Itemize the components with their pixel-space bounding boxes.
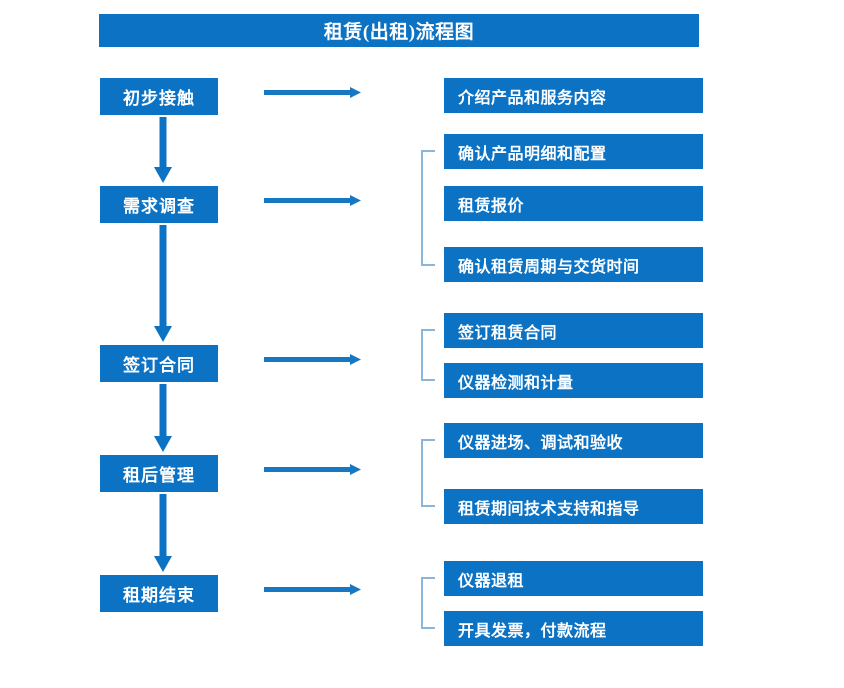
- detail-box-3[interactable]: 租赁报价: [444, 186, 703, 221]
- horizontal-arrow-1: [264, 86, 362, 100]
- detail-box-2[interactable]: 确认产品明细和配置: [444, 134, 703, 169]
- group-bracket-2: [421, 150, 435, 266]
- stage-box-5[interactable]: 租期结束: [100, 575, 218, 612]
- detail-box-6[interactable]: 仪器检测和计量: [444, 363, 703, 398]
- horizontal-arrow-4: [264, 463, 362, 477]
- flowchart-title: 租赁(出租)流程图: [99, 14, 699, 47]
- detail-box-5[interactable]: 签订租赁合同: [444, 313, 703, 348]
- stage-box-4[interactable]: 租后管理: [100, 455, 218, 492]
- vertical-arrow-4: [152, 494, 174, 573]
- horizontal-arrow-2: [264, 194, 362, 208]
- horizontal-arrow-5: [264, 583, 362, 597]
- detail-box-7[interactable]: 仪器进场、调试和验收: [444, 423, 703, 458]
- group-bracket-3: [421, 329, 435, 381]
- detail-box-10[interactable]: 开具发票，付款流程: [444, 611, 703, 646]
- stage-box-1[interactable]: 初步接触: [100, 78, 218, 115]
- stage-box-2[interactable]: 需求调查: [100, 186, 218, 223]
- group-bracket-5: [421, 577, 435, 629]
- stage-box-3[interactable]: 签订合同: [100, 345, 218, 382]
- detail-box-9[interactable]: 仪器退租: [444, 561, 703, 596]
- horizontal-arrow-3: [264, 353, 362, 367]
- detail-box-1[interactable]: 介绍产品和服务内容: [444, 78, 703, 113]
- group-bracket-4: [421, 439, 435, 507]
- vertical-arrow-1: [152, 117, 174, 184]
- detail-box-8[interactable]: 租赁期间技术支持和指导: [444, 489, 703, 524]
- detail-box-4[interactable]: 确认租赁周期与交货时间: [444, 247, 703, 282]
- vertical-arrow-3: [152, 384, 174, 453]
- vertical-arrow-2: [152, 225, 174, 343]
